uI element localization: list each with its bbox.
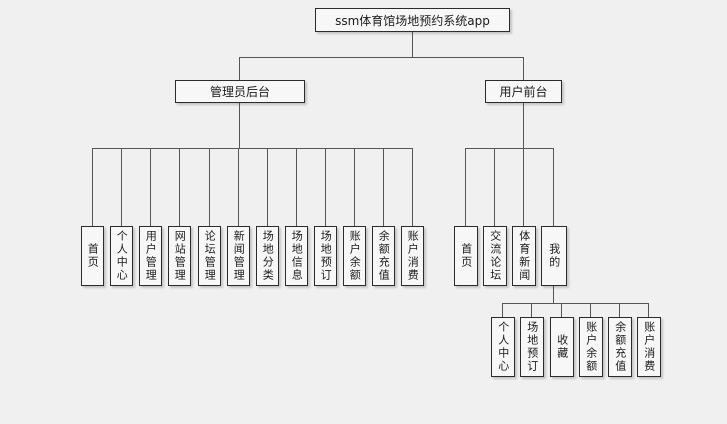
connector (412, 32, 413, 57)
node-label: 网站管理 (173, 230, 187, 282)
node-label: 账户余额 (584, 321, 598, 373)
connector (465, 148, 466, 226)
node-user-frontend: 用户前台 (485, 80, 562, 103)
connector (239, 103, 240, 148)
connector (354, 148, 355, 226)
connector (619, 303, 620, 317)
connector (553, 148, 554, 226)
connector (383, 148, 384, 226)
node-label: 余额充值 (613, 321, 627, 373)
node-label: 个人中心 (496, 321, 510, 373)
node-label: ssm体育馆场地预约系统app (335, 13, 490, 28)
node-admin-backend: 管理员后台 (175, 80, 305, 103)
node-label: 首页 (86, 243, 100, 269)
node-label: 账户消费 (406, 230, 420, 282)
connector (502, 303, 649, 304)
node-venue-category: 场地分类 (256, 226, 279, 286)
connector (150, 148, 151, 226)
node-exchange-forum: 交流论坛 (483, 226, 507, 286)
node-mine-venue-booking: 场地预订 (520, 317, 544, 377)
connector (523, 103, 524, 148)
node-label: 新闻管理 (232, 230, 246, 282)
connector (531, 303, 532, 317)
node-user-home: 首页 (454, 226, 478, 286)
node-label: 场地分类 (261, 230, 275, 282)
node-venue-booking: 场地预订 (314, 226, 337, 286)
connector (239, 57, 240, 80)
node-label: 场地预订 (525, 321, 539, 373)
connector (238, 148, 239, 226)
node-mine-account-consumption: 账户消费 (637, 317, 661, 377)
connector (502, 303, 503, 317)
connector (267, 148, 268, 226)
connector (590, 303, 591, 317)
node-root-system: ssm体育馆场地预约系统app (315, 8, 510, 32)
node-account-balance: 账户余额 (343, 226, 366, 286)
connector (92, 148, 413, 149)
node-label: 管理员后台 (209, 85, 270, 99)
connector (209, 148, 210, 226)
node-label: 余额充值 (377, 230, 391, 282)
node-label: 用户管理 (144, 230, 158, 282)
connector (92, 148, 93, 226)
node-label: 场地预订 (319, 230, 333, 282)
node-mine-balance-recharge: 余额充值 (608, 317, 632, 377)
connector (561, 303, 562, 317)
node-mine-personal-center: 个人中心 (491, 317, 515, 377)
node-label: 用户前台 (499, 85, 548, 99)
node-label: 体育新闻 (517, 230, 531, 282)
connector (412, 148, 413, 226)
node-label: 场地信息 (290, 230, 304, 282)
connector (523, 148, 524, 226)
node-label: 论坛管理 (203, 230, 217, 282)
node-label: 我的 (547, 243, 561, 269)
node-label: 账户余额 (348, 230, 362, 282)
node-mine: 我的 (541, 226, 567, 286)
node-favorites: 收藏 (550, 317, 574, 377)
node-user-management: 用户管理 (139, 226, 162, 286)
node-label: 交流论坛 (488, 230, 502, 282)
node-label: 收藏 (555, 334, 569, 360)
node-mine-account-balance: 账户余额 (579, 317, 603, 377)
node-news-management: 新闻管理 (227, 226, 250, 286)
connector (465, 148, 554, 149)
connector (179, 148, 180, 226)
connector (494, 148, 495, 226)
node-label: 个人中心 (115, 230, 129, 282)
node-label: 首页 (459, 243, 473, 269)
connector (296, 148, 297, 226)
node-venue-info: 场地信息 (285, 226, 308, 286)
node-label: 账户消费 (642, 321, 656, 373)
node-balance-recharge: 余额充值 (372, 226, 395, 286)
connector (648, 303, 649, 317)
connector (239, 57, 524, 58)
connector (523, 57, 524, 80)
connector (553, 286, 554, 303)
node-sports-news: 体育新闻 (512, 226, 536, 286)
node-personal-center: 个人中心 (110, 226, 133, 286)
connector (121, 148, 122, 226)
node-site-management: 网站管理 (168, 226, 191, 286)
node-account-consumption: 账户消费 (401, 226, 424, 286)
connector (325, 148, 326, 226)
node-home: 首页 (81, 226, 104, 286)
node-forum-management: 论坛管理 (198, 226, 221, 286)
